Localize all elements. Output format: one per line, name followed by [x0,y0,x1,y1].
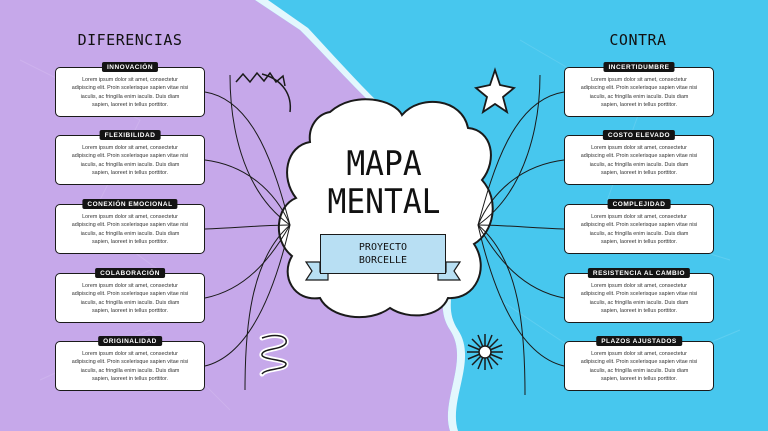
card-colaboracion: COLABORACIÓN Lorem ipsum dolor sit amet,… [55,268,205,323]
card-resistencia-al-cambio: RESISTENCIA AL CAMBIO Lorem ipsum dolor … [564,268,714,323]
card-conexion-emocional: CONEXIÓN EMOCIONAL Lorem ipsum dolor sit… [55,199,205,254]
card-incertidumbre: INCERTIDUMBRE Lorem ipsum dolor sit amet… [564,62,714,117]
card-flexibilidad: FLEXIBILIDAD Lorem ipsum dolor sit amet,… [55,130,205,185]
card-innovacion: INNOVACIÓN Lorem ipsum dolor sit amet, c… [55,62,205,117]
card-label: ORIGINALIDAD [98,336,162,346]
card-label: RESISTENCIA AL CAMBIO [587,268,691,278]
card-label: PLAZOS AJUSTADOS [596,336,682,346]
burst-icon [467,334,503,370]
center-title-line2: MENTAL [327,182,441,222]
card-label: CONEXIÓN EMOCIONAL [82,199,178,209]
card-label: INNOVACIÓN [101,62,159,72]
card-label: FLEXIBILIDAD [99,130,161,140]
left-connectors [204,74,291,391]
card-label: COSTO ELEVADO [602,130,676,140]
card-label: COMPLEJIDAD [607,199,671,209]
right-heading: CONTRA [609,31,667,49]
arc-doodle-icon [261,73,292,113]
ribbon-line1: PROYECTO [358,242,408,253]
right-connectors [477,74,565,396]
card-plazos-ajustados: PLAZOS AJUSTADOS Lorem ipsum dolor sit a… [564,336,714,391]
project-ribbon: PROYECTO BORCELLE [320,234,446,274]
card-complejidad: COMPLEJIDAD Lorem ipsum dolor sit amet, … [564,199,714,254]
zigzag-doodle-icon [235,71,286,87]
card-costo-elevado: COSTO ELEVADO Lorem ipsum dolor sit amet… [564,130,714,185]
center-title-line1: MAPA [346,144,422,184]
card-label: INCERTIDUMBRE [603,62,675,72]
star-icon [473,67,517,115]
card-label: COLABORACIÓN [95,268,165,278]
ribbon-text: PROYECTO BORCELLE [321,241,445,267]
ribbon-line2: BORCELLE [358,255,408,266]
left-heading: DIFERENCIAS [77,31,183,49]
card-originalidad: ORIGINALIDAD Lorem ipsum dolor sit amet,… [55,336,205,391]
